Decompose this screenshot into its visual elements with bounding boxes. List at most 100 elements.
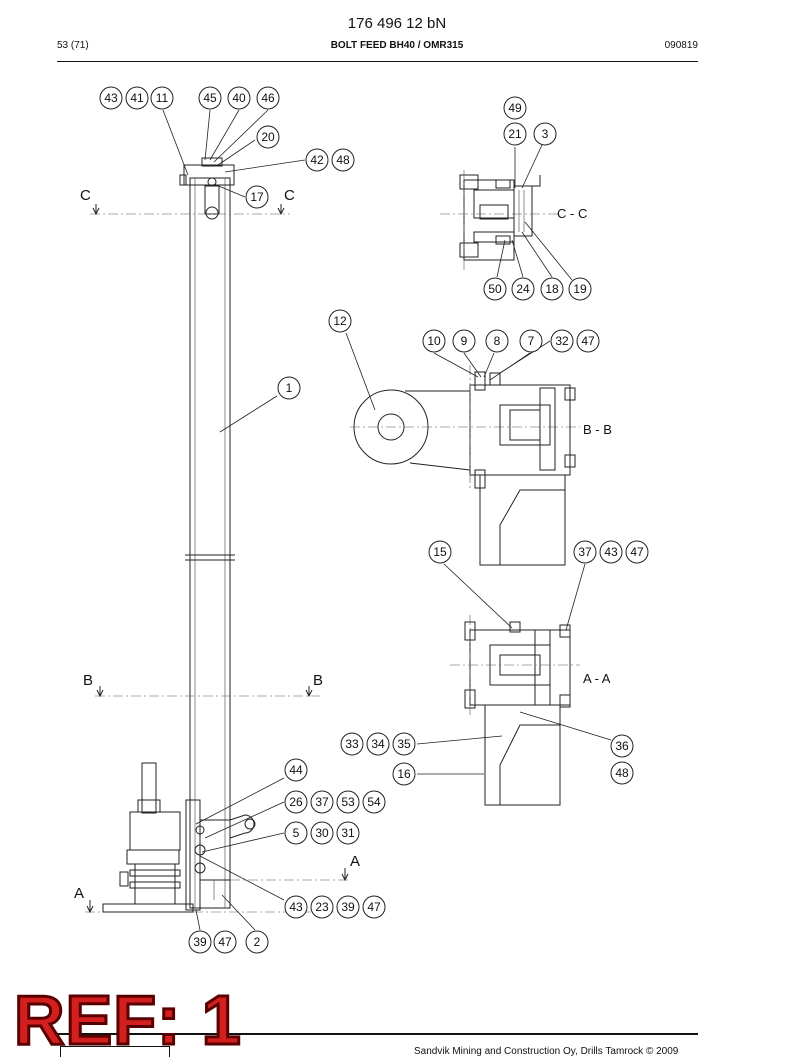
svg-text:24: 24 [516, 282, 530, 296]
svg-text:31: 31 [341, 826, 355, 840]
svg-text:47: 47 [630, 545, 644, 559]
svg-text:45: 45 [203, 91, 217, 105]
svg-text:30: 30 [315, 826, 329, 840]
feed-beam [179, 157, 235, 909]
section-lines [85, 204, 350, 914]
balloon-43: 43 [284, 895, 308, 919]
svg-text:46: 46 [261, 91, 275, 105]
balloon-46: 46 [256, 86, 280, 110]
balloon-47: 47 [625, 540, 649, 564]
svg-text:5: 5 [293, 826, 300, 840]
svg-text:43: 43 [289, 900, 303, 914]
balloon-48: 48 [610, 761, 634, 785]
balloon-47: 47 [362, 895, 386, 919]
svg-text:36: 36 [615, 739, 629, 753]
balloon-3: 3 [533, 122, 557, 146]
section-a-right: A [350, 853, 360, 870]
svg-text:39: 39 [341, 900, 355, 914]
svg-text:40: 40 [232, 91, 246, 105]
svg-text:47: 47 [581, 334, 595, 348]
balloon-54: 54 [362, 790, 386, 814]
svg-text:9: 9 [461, 334, 468, 348]
svg-text:3: 3 [542, 127, 549, 141]
balloon-15: 15 [428, 540, 452, 564]
balloon-10: 10 [422, 329, 446, 353]
svg-text:32: 32 [555, 334, 569, 348]
section-aa-view [450, 615, 580, 806]
svg-text:35: 35 [397, 737, 411, 751]
svg-text:37: 37 [315, 795, 329, 809]
balloon-49: 49 [503, 96, 527, 120]
balloon-41: 41 [125, 86, 149, 110]
svg-text:21: 21 [508, 127, 522, 141]
svg-text:39: 39 [193, 935, 207, 949]
section-cc-view [440, 170, 560, 270]
svg-text:15: 15 [433, 545, 447, 559]
balloon-34: 34 [366, 732, 390, 756]
svg-text:53: 53 [341, 795, 355, 809]
svg-text:33: 33 [345, 737, 359, 751]
balloon-26: 26 [284, 790, 308, 814]
balloon-30: 30 [310, 821, 334, 845]
section-c-left: C [80, 187, 91, 204]
svg-text:34: 34 [371, 737, 385, 751]
balloon-35: 35 [392, 732, 416, 756]
svg-text:49: 49 [508, 101, 522, 115]
svg-text:10: 10 [427, 334, 441, 348]
balloon-33: 33 [340, 732, 364, 756]
svg-text:54: 54 [367, 795, 381, 809]
balloon-18: 18 [540, 277, 564, 301]
svg-text:44: 44 [289, 763, 303, 777]
footer-rule [57, 1033, 698, 1035]
balloon-1: 1 [277, 376, 301, 400]
ref-stamp: REF: 1 [13, 981, 243, 1059]
footer-copyright: Sandvik Mining and Construction Oy, Dril… [414, 1046, 679, 1057]
balloon-21: 21 [503, 122, 527, 146]
balloon-47: 47 [213, 930, 237, 954]
svg-text:37: 37 [578, 545, 592, 559]
svg-text:48: 48 [615, 766, 629, 780]
balloon-36: 36 [610, 734, 634, 758]
balloon-16: 16 [392, 762, 416, 786]
svg-text:17: 17 [250, 190, 264, 204]
balloon-39: 39 [188, 930, 212, 954]
svg-text:20: 20 [261, 130, 275, 144]
svg-text:19: 19 [573, 282, 587, 296]
section-bb-view [350, 365, 580, 566]
balloon-39: 39 [336, 895, 360, 919]
svg-text:1: 1 [286, 381, 293, 395]
balloon-20: 20 [256, 125, 280, 149]
balloon-37: 37 [310, 790, 334, 814]
header-rule [57, 61, 698, 62]
svg-text:16: 16 [397, 767, 411, 781]
svg-text:7: 7 [528, 334, 535, 348]
balloon-2: 2 [245, 930, 269, 954]
balloon-19: 19 [568, 277, 592, 301]
svg-text:41: 41 [130, 91, 144, 105]
balloon-37: 37 [573, 540, 597, 564]
balloon-53: 53 [336, 790, 360, 814]
svg-text:18: 18 [545, 282, 559, 296]
balloon-24: 24 [511, 277, 535, 301]
svg-text:11: 11 [156, 91, 169, 105]
balloon-9: 9 [452, 329, 476, 353]
cylinder-assembly [102, 762, 256, 913]
svg-text:50: 50 [488, 282, 502, 296]
document-title: BOLT FEED BH40 / OMR315 [330, 40, 464, 51]
view-label-bb: B - B [583, 422, 612, 437]
view-label-aa: A - A [583, 671, 611, 686]
balloon-12: 12 [328, 309, 352, 333]
svg-text:47: 47 [218, 935, 232, 949]
svg-text:47: 47 [367, 900, 381, 914]
view-label-cc: C - C [557, 206, 587, 221]
balloon-11: 11 [150, 86, 174, 110]
balloon-31: 31 [336, 821, 360, 845]
svg-text:2: 2 [254, 935, 261, 949]
svg-text:43: 43 [104, 91, 118, 105]
svg-text:23: 23 [315, 900, 329, 914]
balloon-42: 42 [305, 148, 329, 172]
svg-text:48: 48 [336, 153, 350, 167]
balloon-45: 45 [198, 86, 222, 110]
svg-text:8: 8 [494, 334, 501, 348]
